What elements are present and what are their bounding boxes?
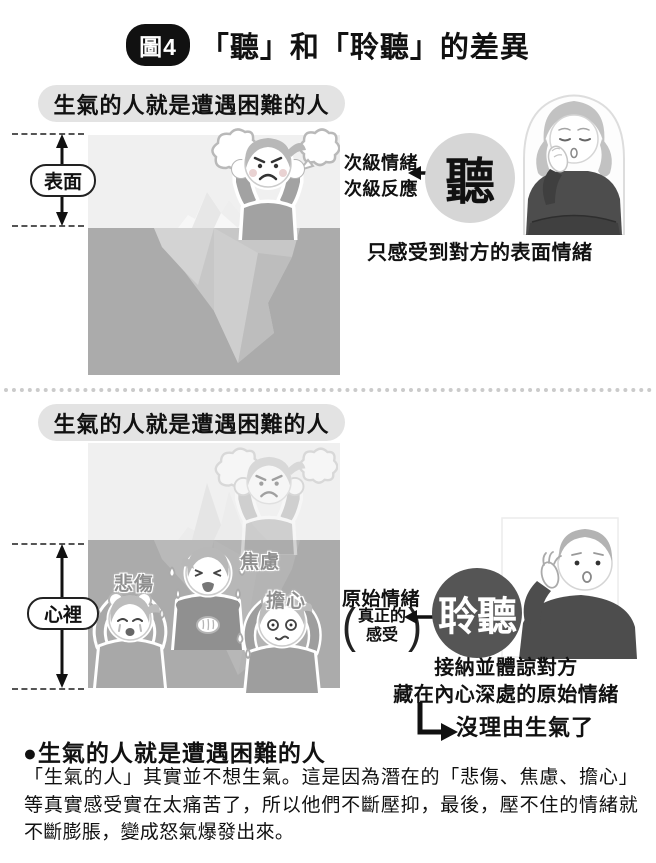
section-divider <box>4 388 652 392</box>
mind-label: 心裡 <box>27 597 99 630</box>
iceberg-panel-listen: 悲傷 焦慮 擔心 <box>88 443 340 693</box>
true-feeling-line2: 感受 <box>366 627 399 644</box>
hear-caption: 只感受到對方的表面情緒 <box>367 242 593 264</box>
listen-caption: 接納並體諒對方 藏在內心深處的原始情緒 <box>375 655 637 709</box>
secondary-reaction-note: 次級反應 <box>344 179 418 199</box>
emotion-label-worried: 擔心 <box>266 591 307 612</box>
section-hear-header: 生氣的人就是遭遇困難的人 <box>38 85 345 122</box>
footer-paragraph: 「生氣的人」其實並不想生氣。這是因為潛在的「悲傷、焦慮、擔心」等真實感受實在太痛… <box>24 767 638 843</box>
anxious-person-illustration <box>168 547 246 650</box>
woman-listening-illustration <box>523 94 625 235</box>
true-feeling-line1: 真正的 <box>358 608 407 625</box>
listen-caption-line2: 藏在內心深處的原始情緒 <box>393 684 619 706</box>
result-text: 沒理由生氣了 <box>456 715 595 740</box>
worried-person-illustration <box>236 592 322 693</box>
listen-caption-line1: 接納並體諒對方 <box>434 657 578 679</box>
ghost-angry-person-illustration <box>214 447 338 555</box>
left-arrow-icon <box>404 610 434 624</box>
surface-dash-bottom <box>12 225 84 227</box>
emotion-label-anxious: 焦慮 <box>240 552 281 573</box>
original-emotion-note: 原始情緒 <box>342 589 421 610</box>
man-listening-illustration <box>501 517 637 659</box>
mind-dash-bottom <box>12 688 84 690</box>
listen-mode-circle: 聆聽 <box>432 568 522 658</box>
figure-title-row: 圖4 「聽」和「聆聽」的差異 <box>0 24 656 66</box>
secondary-emotion-note: 次級情緒 <box>344 153 418 173</box>
footer-heading: ●生氣的人就是遭遇困難的人 <box>23 740 326 766</box>
mind-dash-top <box>12 543 84 545</box>
figure-title: 「聽」和「聆聽」的差異 <box>199 32 530 64</box>
paren-open: ( <box>342 598 356 653</box>
angry-person-illustration <box>211 128 340 240</box>
surface-label: 表面 <box>30 164 96 197</box>
sad-person-illustration <box>92 592 168 688</box>
surface-dash-top <box>12 133 84 135</box>
true-feeling-note: ( 真正的 感受 ) <box>342 598 422 653</box>
emotion-label-sad: 悲傷 <box>114 574 155 595</box>
section-listen-header: 生氣的人就是遭遇困難的人 <box>38 404 345 441</box>
hear-mode-circle: 聽 <box>425 133 515 223</box>
figure-number-badge: 圖4 <box>126 24 190 66</box>
corner-arrow-icon <box>417 702 458 741</box>
